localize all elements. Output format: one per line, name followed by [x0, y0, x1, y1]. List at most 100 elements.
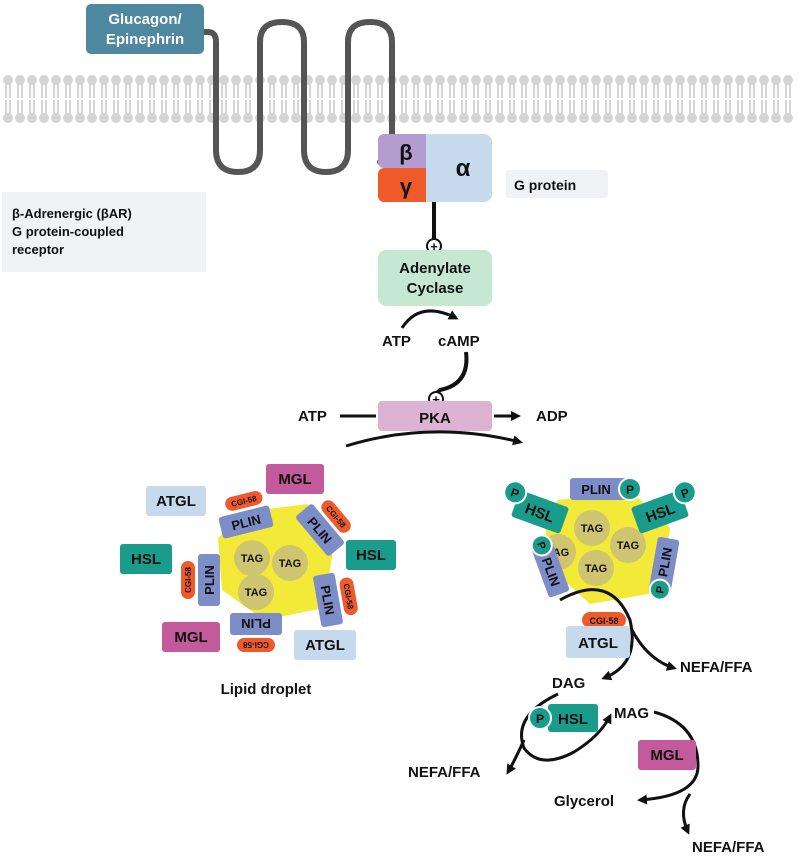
cgi58-label: CGI-58: [184, 567, 193, 593]
atgl-enzyme: [146, 486, 206, 516]
lipid-head: [711, 75, 721, 85]
cell-membrane: [3, 75, 793, 123]
lipid-head: [423, 75, 433, 85]
lipid-head: [471, 113, 481, 123]
lipid-head: [159, 113, 169, 123]
gpcr-receptor: [195, 19, 407, 175]
ac-line1: Adenylate: [399, 260, 471, 277]
atgl-label: ATGL: [156, 493, 196, 510]
lipid-head: [87, 75, 97, 85]
mgl-label: MGL: [278, 471, 311, 488]
lipid-head: [495, 75, 505, 85]
lipid-head: [747, 113, 757, 123]
ligand-line2: Epinephrin: [106, 31, 184, 48]
hsl-enzyme: [548, 704, 598, 732]
lipid-droplet-caption: Lipid droplet: [221, 681, 312, 698]
camp-to-pka-line: [434, 351, 469, 396]
nefa-label-2: NEFA/FFA: [408, 764, 481, 781]
ac-line2: Cyclase: [407, 280, 464, 297]
lipid-head: [111, 113, 121, 123]
lipid-head: [267, 113, 277, 123]
lipid-head: [375, 113, 385, 123]
lipid-head: [15, 113, 25, 123]
dag-to-nefa-arrow: [506, 739, 526, 775]
lipid-head: [459, 75, 469, 85]
lipid-head: [315, 75, 325, 85]
receptor-line2: G protein-coupled: [12, 224, 124, 239]
lipid-head: [507, 113, 517, 123]
g-beta-label: β: [399, 140, 412, 165]
atp-pka-label: ATP: [298, 408, 327, 425]
lipid-head: [3, 75, 13, 85]
lipid-head: [423, 113, 433, 123]
cgi58-protein: [181, 561, 195, 599]
lipid-head: [219, 75, 229, 85]
lipid-head: [195, 75, 205, 85]
ligand-line1: Glucagon/: [108, 11, 182, 28]
lipid-head: [219, 113, 229, 123]
lipid-head: [471, 75, 481, 85]
lipid-head: [711, 113, 721, 123]
lipid-head: [351, 75, 361, 85]
right-lipid-droplet: TAG TAG TAG TAG PLIN P HSL P HSL P PLIN …: [503, 477, 697, 604]
lipid-head: [147, 113, 157, 123]
lipid-head: [567, 75, 577, 85]
plin-protein: [230, 613, 282, 635]
hsl-enzyme: [631, 490, 689, 534]
hsl-enzyme: [346, 540, 396, 570]
lipid-head: [759, 75, 769, 85]
lipid-head: [63, 75, 73, 85]
phosphate-label: P: [536, 712, 544, 726]
phosphate-label: P: [626, 483, 634, 497]
lipid-head: [399, 113, 409, 123]
lipid-head: [687, 75, 697, 85]
cgi58-protein: [582, 612, 626, 628]
adenylate-cyclase-box: Adenylate Cyclase: [378, 250, 492, 306]
glycerol-label: Glycerol: [554, 793, 614, 810]
lipid-head: [735, 113, 745, 123]
lipid-head: [435, 75, 445, 85]
phosphate-label: P: [534, 540, 548, 551]
lipid-head: [651, 75, 661, 85]
lipid-head: [279, 75, 289, 85]
lipid-head: [639, 113, 649, 123]
tag-label: TAG: [245, 587, 267, 599]
pka-box: [378, 401, 492, 431]
tag-label: TAG: [581, 523, 603, 535]
lipid-head: [591, 113, 601, 123]
lipid-head: [555, 113, 565, 123]
phosphate-group: [648, 578, 671, 601]
lipid-head: [543, 113, 553, 123]
tag-label: TAG: [241, 553, 263, 565]
lipid-head: [87, 113, 97, 123]
tag-label: TAG: [585, 563, 607, 575]
lipid-head: [63, 113, 73, 123]
pka-label: PKA: [419, 410, 451, 427]
lipid-head: [699, 113, 709, 123]
lipid-head: [447, 75, 457, 85]
g-protein-label: G protein: [514, 177, 576, 193]
lipid-head: [159, 75, 169, 85]
plin-protein: [570, 478, 628, 500]
lipid-head: [315, 113, 325, 123]
lipid-head: [411, 75, 421, 85]
lipid-head: [447, 113, 457, 123]
lipid-head: [27, 113, 37, 123]
lipid-head: [291, 113, 301, 123]
lipid-head: [771, 113, 781, 123]
plin-label: PLIN: [318, 584, 338, 616]
lipid-head: [375, 75, 385, 85]
plin-label: PLIN: [230, 512, 262, 534]
lipid-head: [195, 113, 205, 123]
lipid-head: [99, 75, 109, 85]
receptor-info-box: β-Adrenergic (βAR) G protein-coupled rec…: [2, 192, 206, 272]
lipid-head: [435, 113, 445, 123]
lipid-head: [279, 113, 289, 123]
lipid-head: [735, 75, 745, 85]
mgl-label: MGL: [650, 747, 683, 764]
lipid-head: [483, 113, 493, 123]
mag-label: MAG: [614, 705, 649, 722]
left-lipid-droplet: TAG TAG TAG PLIN CGI-58 PLIN CGI-58 PLIN…: [120, 464, 396, 660]
lipid-head: [267, 75, 277, 85]
